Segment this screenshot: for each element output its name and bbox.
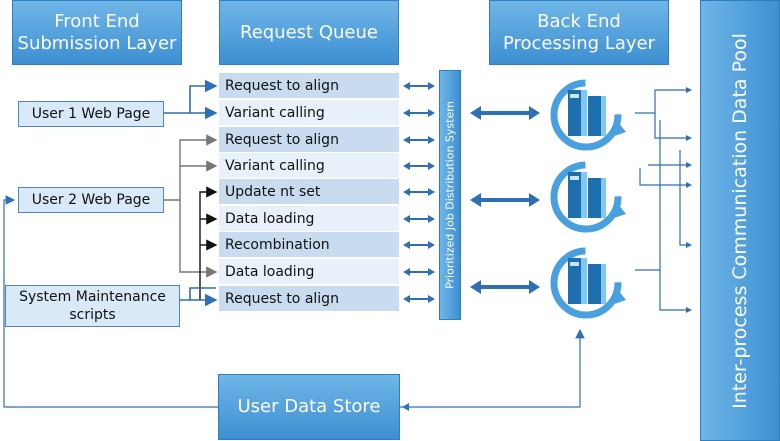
server-icon bbox=[550, 161, 626, 233]
queue-item-label: Request to align bbox=[225, 77, 339, 94]
queue-item: Variant calling bbox=[219, 100, 399, 125]
queue-item: Request to align bbox=[219, 286, 399, 311]
job-distribution-system: Prioritized Job Distribution System bbox=[439, 70, 461, 320]
user1-web-page-box: User 1 Web Page bbox=[18, 101, 164, 127]
queue-item: Update nt set bbox=[219, 179, 399, 204]
back-end-header-label: Back End Processing Layer bbox=[502, 10, 656, 54]
queue-item-label: Variant calling bbox=[225, 157, 325, 174]
request-queue-header: Request Queue bbox=[219, 0, 399, 65]
queue-item-label: Update nt set bbox=[225, 183, 321, 200]
front-end-header: Front End Submission Layer bbox=[12, 0, 182, 65]
server-icon bbox=[550, 247, 626, 319]
back-end-header: Back End Processing Layer bbox=[489, 0, 669, 65]
queue-item-label: Data loading bbox=[225, 210, 315, 227]
queue-item-label: Variant calling bbox=[225, 104, 325, 121]
queue-item: Data loading bbox=[219, 259, 399, 284]
queue-item: Request to align bbox=[219, 73, 399, 98]
server-icon bbox=[550, 79, 626, 151]
system-maintenance-label: System Maintenance scripts bbox=[19, 289, 166, 323]
front-end-header-label: Front End Submission Layer bbox=[17, 10, 177, 54]
queue-item-label: Request to align bbox=[225, 290, 339, 307]
request-queue-header-label: Request Queue bbox=[240, 21, 378, 43]
user-data-store: User Data Store bbox=[218, 374, 400, 440]
queue-item: Variant calling bbox=[219, 153, 399, 178]
queue-item-label: Request to align bbox=[225, 131, 339, 148]
queue-item-label: Data loading bbox=[225, 263, 315, 280]
user1-web-page-label: User 1 Web Page bbox=[31, 106, 151, 122]
data-pool: Inter-process Communication Data Pool bbox=[700, 0, 780, 441]
user2-web-page-box: User 2 Web Page bbox=[18, 187, 164, 213]
system-maintenance-box: System Maintenance scripts bbox=[5, 285, 180, 327]
queue-item: Request to align bbox=[219, 127, 399, 152]
queue-item: Recombination bbox=[219, 232, 399, 257]
queue-item: Data loading bbox=[219, 206, 399, 231]
data-pool-label: Inter-process Communication Data Pool bbox=[729, 32, 751, 409]
job-distribution-system-label: Prioritized Job Distribution System bbox=[443, 101, 457, 289]
user-data-store-label: User Data Store bbox=[237, 396, 381, 417]
queue-item-label: Recombination bbox=[225, 236, 330, 253]
user2-web-page-label: User 2 Web Page bbox=[31, 192, 151, 208]
